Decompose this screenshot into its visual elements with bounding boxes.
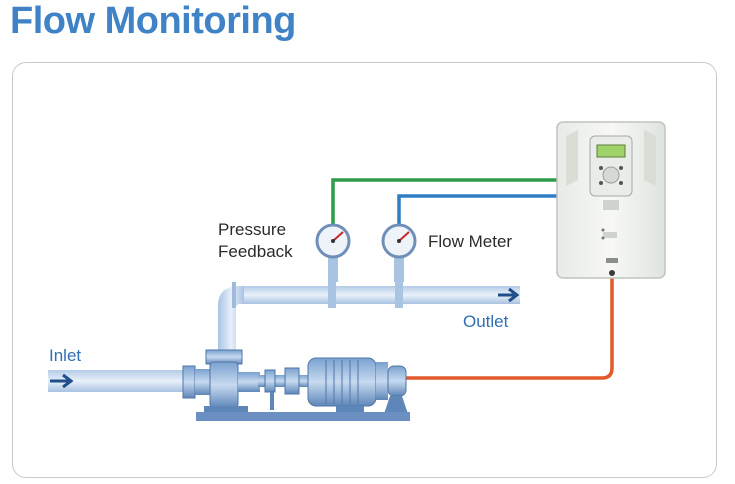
outlet-label: Outlet <box>463 312 509 331</box>
base-plate <box>196 412 410 421</box>
inlet-arrow <box>50 373 74 389</box>
flow-meter-gauge-icon <box>381 223 417 282</box>
motor-wire <box>406 278 614 380</box>
pump-icon <box>182 349 260 414</box>
inlet-label: Inlet <box>49 346 82 365</box>
outlet-pipe <box>218 282 520 362</box>
inlet-pipe <box>48 370 183 392</box>
coupling-icon <box>258 367 308 410</box>
motor-icon <box>307 357 408 414</box>
pressure-feedback-line1: Pressure <box>218 220 287 239</box>
pressure-feedback-wire <box>331 178 565 226</box>
flow-meter-wire <box>397 194 565 226</box>
flow-meter-label: Flow Meter <box>428 232 513 251</box>
pressure-feedback-label: Pressure Feedback <box>218 219 293 263</box>
outlet-arrow <box>498 287 520 303</box>
pressure-feedback-line2: Feedback <box>218 242 293 261</box>
inverter-drive-icon <box>556 121 666 279</box>
pressure-gauge-icon <box>315 223 351 282</box>
page-title: Flow Monitoring <box>10 0 296 42</box>
